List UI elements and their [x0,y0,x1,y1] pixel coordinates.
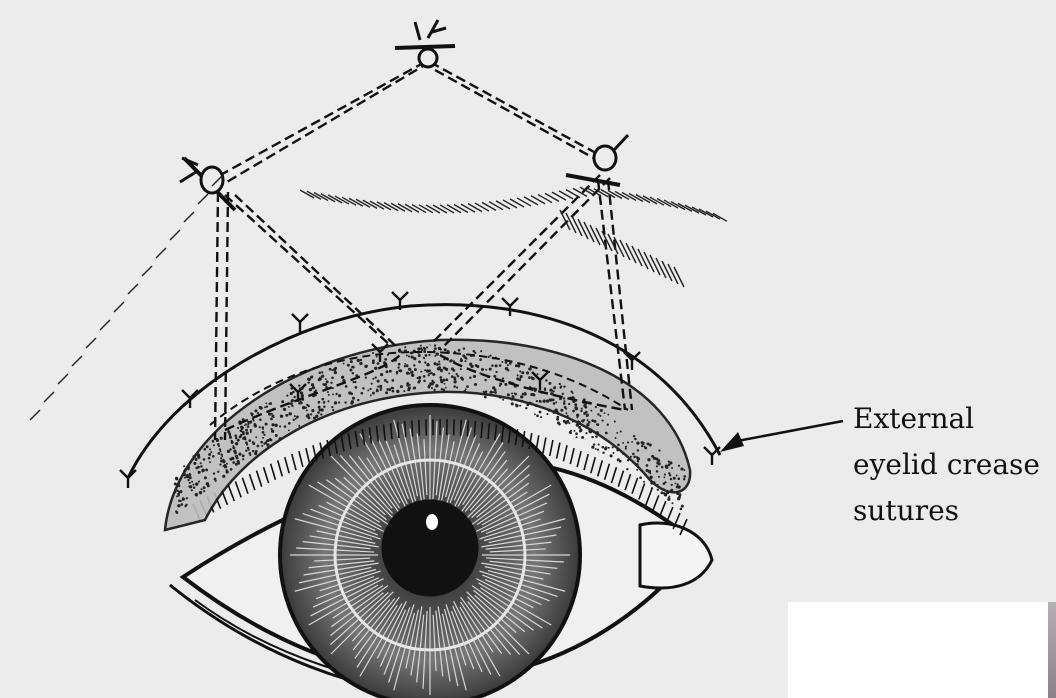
bolster-top [395,20,455,67]
label-arrowhead [720,432,744,452]
bolster-left [180,158,235,210]
blank-overlay-box [788,602,1056,698]
label-line-3: sutures [853,497,959,525]
suture-strand [440,178,610,350]
pupil-highlight [426,514,438,530]
suture-strand [430,62,605,158]
overlay-edge-strip [1048,602,1056,698]
suture-strand [215,192,218,440]
label-leader-line [732,421,843,442]
caruncle [640,523,712,588]
label-line-2: eyelid crease [853,451,1040,479]
pupil [382,500,478,596]
suture-strand [225,195,390,345]
suture-strand [220,62,430,186]
suture-strand [435,70,608,166]
suture-strand [430,175,600,345]
label-line-1: External [853,405,974,433]
suture-strand [225,192,228,440]
suture-strand [215,62,425,178]
